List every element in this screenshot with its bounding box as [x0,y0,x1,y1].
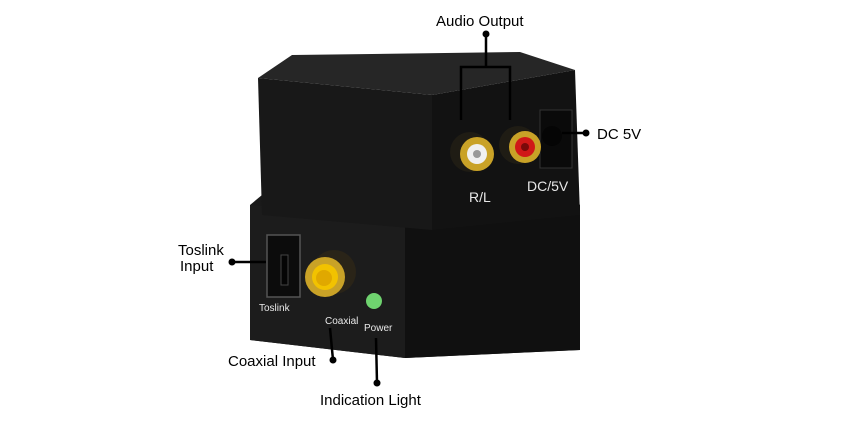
rca-left-white [450,132,494,172]
device-label-coaxial: Coaxial [325,316,358,327]
callout-dots [228,30,590,387]
device-label-dc5v: DC/5V [527,178,569,194]
top-unit: R/L DC/5V [258,52,580,230]
device-label-power: Power [364,323,393,334]
callout-coaxial-input: Coaxial Input [228,353,316,370]
bottom-unit: Toslink Coaxial Power [250,195,580,358]
device-label-rl: R/L [469,189,491,205]
callout-dc-5v: DC 5V [597,126,641,143]
callout-indication-light: Indication Light [320,392,422,409]
callout-lines [232,35,585,384]
device-label-toslink: Toslink [259,303,291,314]
coaxial-jack [305,250,356,297]
dc-power-jack [542,126,562,146]
rca-right-red [499,126,541,164]
power-led [366,293,382,309]
toslink-port [266,234,301,298]
callout-toslink-input-line2: Input [180,258,214,275]
callout-audio-output: Audio Output [436,13,524,30]
callout-toslink-input-line1: Toslink [178,242,224,259]
